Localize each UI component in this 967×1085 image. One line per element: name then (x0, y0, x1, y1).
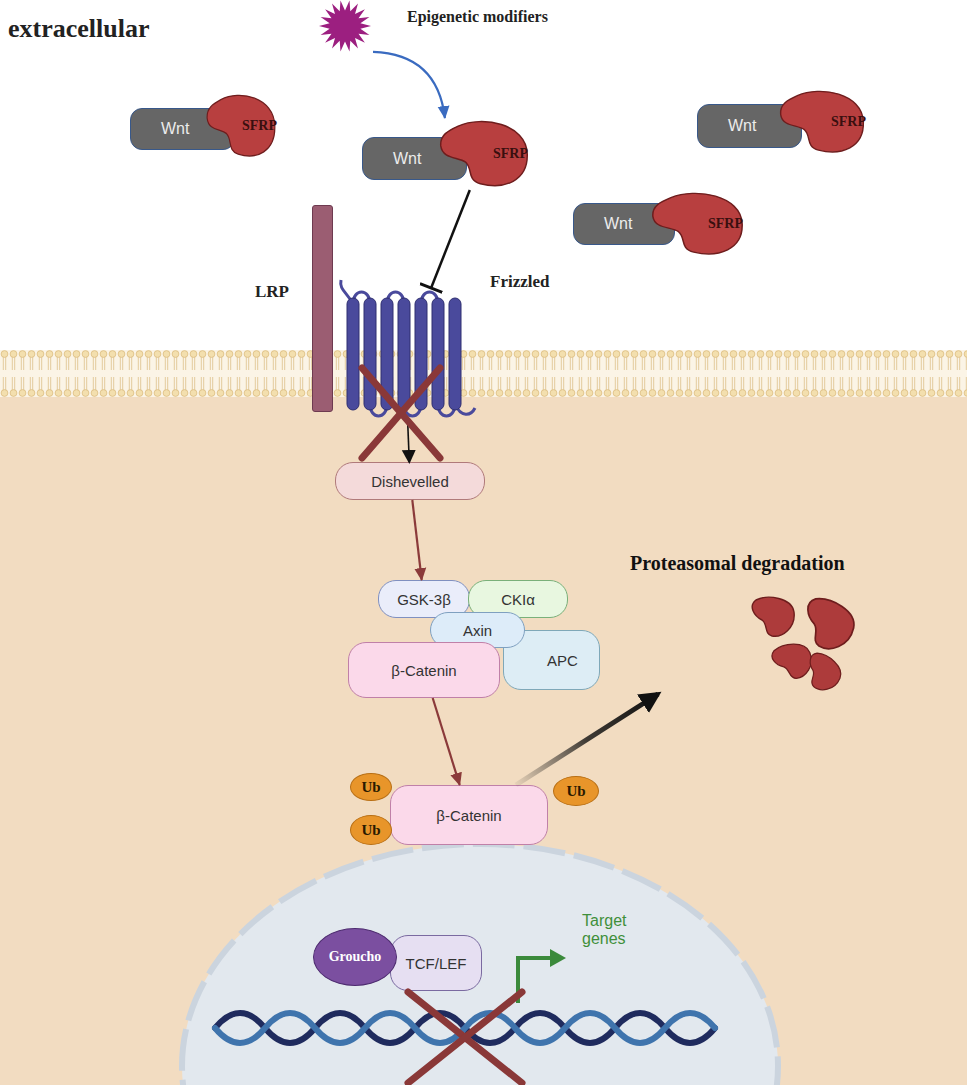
region-label: extracellular (8, 14, 228, 44)
connector-arrow (408, 420, 410, 462)
ubiquitin-tag: Ub (350, 815, 392, 845)
beta-catenin-box: β-Catenin (348, 642, 500, 698)
sfrp-protein: SFRP (438, 118, 530, 190)
node-text: Dishevelled (371, 473, 449, 490)
frizzled-receptor-shape (343, 288, 467, 420)
node-text: SFRP (493, 146, 528, 162)
epigenetic-starburst-shape (317, 0, 373, 52)
node-text: APC (547, 652, 578, 669)
membrane-base (0, 350, 967, 397)
node-text: SFRP (242, 118, 277, 134)
node-text: Wnt (161, 120, 189, 138)
epigenetic-starburst: Epigenetic modifiers (317, 0, 373, 52)
blocked-receptor-x (362, 368, 440, 458)
proteasome-fragments: Proteasomal degradation (630, 552, 908, 694)
frizzled-receptor: Frizzled (343, 288, 467, 420)
node-text: Ub (566, 783, 585, 800)
dishevelled-box: Dishevelled (335, 462, 485, 500)
connector-arrow (516, 694, 658, 785)
tcf-lef-box: TCF/LEF (390, 935, 482, 991)
lipid-bilayer (0, 350, 967, 397)
node-text: LRP (255, 282, 305, 302)
connector-arrow (431, 190, 470, 288)
node-text: Epigenetic modifiers (407, 8, 627, 26)
transcription-arrow (518, 949, 566, 1003)
groucho-corepressor: Groucho (313, 928, 397, 986)
ubiquitin-tag: Ub (553, 776, 599, 806)
connector-arrow (433, 698, 460, 785)
blocked-transcription-x (408, 992, 522, 1083)
node-text: Frizzled (490, 272, 590, 292)
node-text: Wnt (604, 215, 632, 233)
node-text: Proteasomal degradation (630, 552, 920, 575)
sfrp-protein: SFRP (205, 92, 277, 160)
sfrp-protein: SFRP (650, 190, 745, 258)
nucleus (182, 844, 778, 1085)
node-text: CKIα (501, 591, 535, 608)
lrp-coreceptor: LRP (312, 205, 333, 412)
connector-arrow (412, 500, 421, 580)
node-text: Groucho (329, 949, 382, 965)
node-text: SFRP (831, 114, 866, 130)
node-text: Wnt (728, 117, 756, 135)
node-text: Axin (463, 622, 492, 639)
sfrp-protein: SFRP (778, 88, 866, 156)
beta-catenin-box: β-Catenin (390, 785, 548, 845)
node-text: TCF/LEF (406, 955, 467, 972)
connector-arrow (373, 52, 445, 118)
node-text: SFRP (708, 216, 743, 232)
dna-helix (215, 1013, 715, 1043)
node-text: GSK-3β (397, 591, 451, 608)
node-text: Ub (361, 822, 380, 839)
node-text: Wnt (393, 150, 421, 168)
target-genes-label: Target genes (582, 912, 652, 947)
node-text: β-Catenin (436, 807, 501, 824)
node-text: Ub (361, 779, 380, 796)
ubiquitin-tag: Ub (350, 773, 392, 801)
node-text: β-Catenin (391, 662, 456, 679)
